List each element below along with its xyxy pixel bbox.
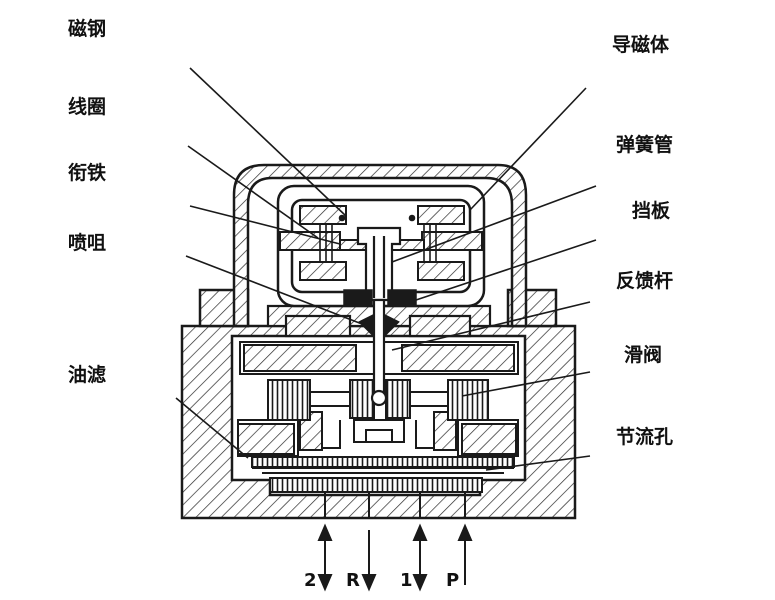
spool-bore: [237, 411, 517, 455]
label-nozzle: 喷咀: [68, 232, 107, 254]
label-spring-tube: 弹簧管: [616, 134, 674, 156]
label-magnet: 磁钢: [68, 18, 107, 40]
spool-lands: [267, 379, 489, 421]
port-label-P: P: [446, 570, 460, 591]
spool-upper-plate: [243, 344, 515, 372]
label-magnetic-conductor: 导磁体: [612, 34, 670, 56]
label-orifice: 节流孔: [616, 426, 674, 448]
label-slide-valve: 滑阀: [624, 344, 663, 366]
label-coil: 线圈: [68, 96, 107, 118]
port-stubs: [324, 492, 466, 518]
port-label-1: 1: [400, 570, 413, 591]
spool-center: [321, 419, 435, 449]
motor-cover: [232, 163, 528, 328]
port-label-2: 2: [304, 570, 317, 591]
leader-lines-left: [175, 67, 363, 459]
label-armature: 衔铁: [68, 162, 107, 184]
filter-plate: [251, 456, 515, 493]
port-arrows: [317, 523, 473, 592]
label-feedback-rod: 反馈杆: [616, 270, 674, 292]
port-label-R: R: [346, 570, 360, 591]
label-oil-filter: 油滤: [68, 364, 107, 386]
coils: [319, 214, 437, 262]
leader-lines-right: [391, 87, 597, 471]
label-flapper: 挡板: [632, 200, 671, 222]
feedback-rod: [358, 298, 400, 407]
